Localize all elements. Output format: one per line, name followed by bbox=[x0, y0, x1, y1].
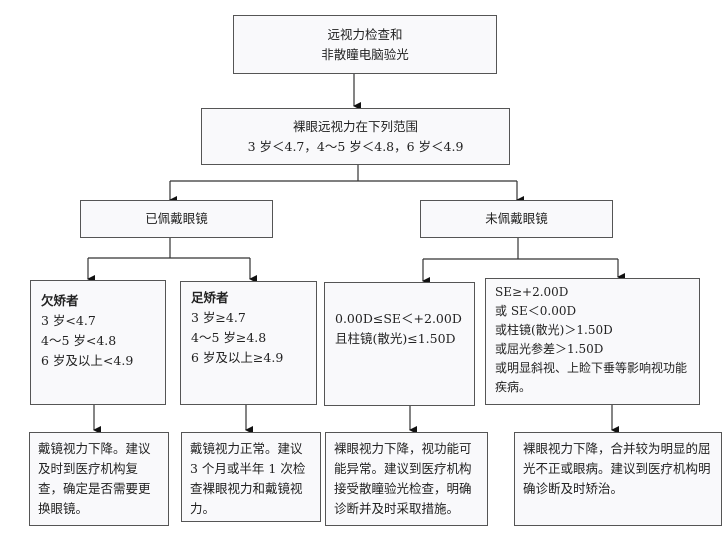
outcome-box-4: 裸眼视力下降，合并较为明显的屈光不正或眼病。建议到医疗机构明确诊断及时矫治。 bbox=[514, 432, 722, 526]
normal-refraction-line: 且柱镜(散光)≤1.50D bbox=[335, 331, 456, 346]
fully-corrected-title: 足矫者 bbox=[191, 290, 229, 305]
wearing-glasses-label: 已佩戴眼镜 bbox=[145, 211, 208, 226]
abnormal-refraction-line: SE≥+2.00D bbox=[495, 285, 569, 299]
outcome-box-3: 裸眼视力下降，视功能可能异常。建议到医疗机构接受散瞳验光检查，明确诊断并及时采取… bbox=[325, 432, 488, 526]
fully-corrected-line: 3 岁≥4.7 bbox=[191, 310, 246, 325]
root-step-box: 远视力检查和 非散瞳电脑验光 bbox=[233, 15, 497, 74]
outcome-text: 裸眼视力下降，视功能可能异常。建议到医疗机构接受散瞳验光检查，明确诊断并及时采取… bbox=[334, 441, 472, 516]
outcome-text: 裸眼视力下降，合并较为明显的屈光不正或眼病。建议到医疗机构明确诊断及时矫治。 bbox=[523, 441, 711, 496]
abnormal-refraction-line: 或柱镜(散光)＞1.50D bbox=[495, 323, 613, 337]
not-wearing-glasses-label: 未佩戴眼镜 bbox=[485, 211, 548, 226]
outcome-text: 戴镜视力下降。建议及时到医疗机构复查，确定是否需要更换眼镜。 bbox=[38, 441, 151, 516]
not-wearing-glasses-box: 未佩戴眼镜 bbox=[420, 200, 613, 238]
under-corrected-line: 4～5 岁<4.8 bbox=[41, 333, 117, 348]
criteria-line-2: 3 岁＜4.7，4～5 岁＜4.8，6 岁＜4.9 bbox=[247, 138, 464, 154]
fully-corrected-box: 足矫者 3 岁≥4.7 4～5 岁≥4.8 6 岁及以上≥4.9 bbox=[180, 281, 317, 405]
fully-corrected-line: 6 岁及以上≥4.9 bbox=[191, 350, 284, 365]
abnormal-refraction-line: 或 SE＜0.00D bbox=[495, 304, 577, 318]
outcome-box-2: 戴镜视力正常。建议 3 个月或半年 1 次检查裸眼视力和戴镜视力。 bbox=[181, 432, 321, 522]
outcome-box-1: 戴镜视力下降。建议及时到医疗机构复查，确定是否需要更换眼镜。 bbox=[29, 432, 169, 526]
normal-refraction-box: 0.00D≤SE＜+2.00D 且柱镜(散光)≤1.50D bbox=[324, 282, 475, 406]
under-corrected-box: 欠矫者 3 岁<4.7 4～5 岁<4.8 6 岁及以上<4.9 bbox=[30, 280, 166, 405]
root-line-1: 远视力检查和 bbox=[327, 26, 403, 42]
criteria-line-1: 裸眼远视力在下列范围 bbox=[292, 118, 418, 134]
wearing-glasses-box: 已佩戴眼镜 bbox=[80, 200, 273, 238]
normal-refraction-line: 0.00D≤SE＜+2.00D bbox=[335, 311, 462, 326]
abnormal-refraction-line: 或明显斜视、上睑下垂等影响视功能疾病。 bbox=[495, 361, 688, 394]
outcome-text: 戴镜视力正常。建议 3 个月或半年 1 次检查裸眼视力和戴镜视力。 bbox=[190, 441, 306, 516]
root-line-2: 非散瞳电脑验光 bbox=[321, 46, 409, 62]
under-corrected-line: 3 岁<4.7 bbox=[41, 313, 96, 328]
fully-corrected-line: 4～5 岁≥4.8 bbox=[191, 330, 267, 345]
abnormal-refraction-box: SE≥+2.00D 或 SE＜0.00D 或柱镜(散光)＞1.50D 或屈光参差… bbox=[485, 278, 700, 405]
abnormal-refraction-line: 或屈光参差＞1.50D bbox=[495, 342, 604, 356]
criteria-box: 裸眼远视力在下列范围 3 岁＜4.7，4～5 岁＜4.8，6 岁＜4.9 bbox=[201, 108, 510, 165]
under-corrected-title: 欠矫者 bbox=[41, 293, 79, 308]
under-corrected-line: 6 岁及以上<4.9 bbox=[41, 353, 134, 368]
